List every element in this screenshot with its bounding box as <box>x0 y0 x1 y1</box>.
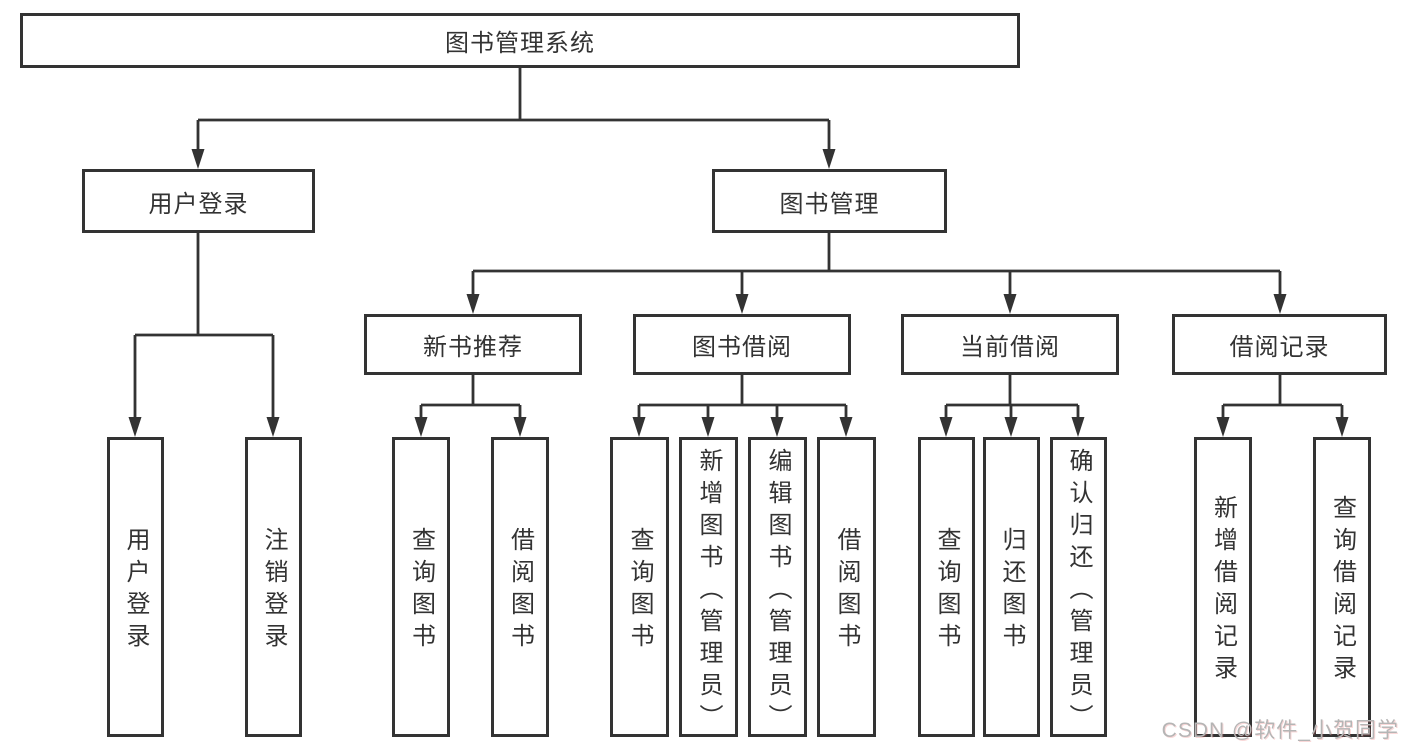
leaf-user-login: 用户登录 <box>107 437 164 737</box>
leaf-add-borrow-record: 新增借阅记录 <box>1194 437 1252 737</box>
leaf-edit-book-admin: 编辑图书（管理员） <box>748 437 807 737</box>
connector-user-login-children <box>133 233 275 419</box>
node-new-book-recommend: 新书推荐 <box>364 314 582 375</box>
node-book-borrow: 图书借阅 <box>633 314 851 375</box>
connector-new-book-children <box>419 375 522 419</box>
leaf-borrow-books-recommend: 借阅图书 <box>491 437 549 737</box>
connector-book-management-to-level3 <box>471 232 1282 296</box>
arrowhead-new-book-children <box>414 417 527 437</box>
leaf-logout: 注销登录 <box>245 437 302 737</box>
leaf-borrow-books: 借阅图书 <box>817 437 876 737</box>
leaf-query-books-current: 查询图书 <box>918 437 975 737</box>
node-current-borrow: 当前借阅 <box>901 314 1119 375</box>
arrowhead-level2 <box>191 149 836 169</box>
connector-borrow-record-children <box>1221 375 1344 419</box>
connector-book-borrow-children <box>637 375 848 419</box>
arrowhead-user-login-children <box>128 417 280 437</box>
watermark: CSDN @软件_小贺同学 <box>1161 719 1399 742</box>
arrowhead-current-borrow-children <box>939 417 1085 437</box>
leaf-add-book-admin: 新增图书（管理员） <box>679 437 738 737</box>
arrowhead-level3 <box>466 294 1287 314</box>
node-user-login: 用户登录 <box>82 169 315 233</box>
leaf-query-books-borrow: 查询图书 <box>610 437 669 737</box>
node-book-management: 图书管理 <box>712 169 947 233</box>
arrowhead-borrow-record-children <box>1216 417 1349 437</box>
arrowhead-book-borrow-children <box>632 417 853 437</box>
leaf-query-borrow-record: 查询借阅记录 <box>1313 437 1371 737</box>
connector-current-borrow-children <box>944 375 1080 419</box>
leaf-confirm-return-admin: 确认归还（管理员） <box>1050 437 1107 737</box>
leaf-query-books-recommend: 查询图书 <box>392 437 450 737</box>
node-borrow-records: 借阅记录 <box>1172 314 1387 375</box>
node-root: 图书管理系统 <box>20 13 1020 68</box>
connector-root-to-level2 <box>196 68 831 150</box>
leaf-return-books: 归还图书 <box>983 437 1040 737</box>
